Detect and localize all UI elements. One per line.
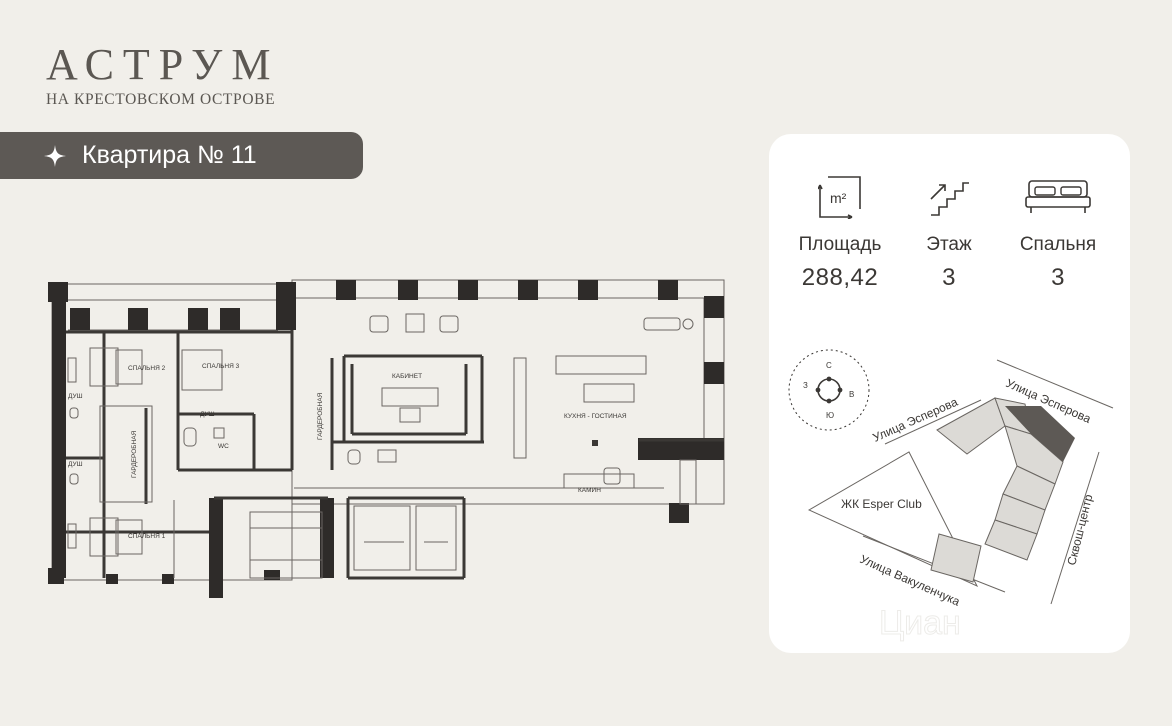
stat-bedrooms: Спальня 3 xyxy=(1003,174,1113,292)
stairs-icon xyxy=(930,182,969,216)
building-highlight xyxy=(1005,406,1075,462)
floor-label: Этаж xyxy=(926,234,972,255)
room-label-kitchen: КУХНЯ - ГОСТИНАЯ xyxy=(564,413,627,420)
room-label-wardrobe1: ГАРДЕРОБНАЯ xyxy=(131,430,138,478)
room-label-shower-c: ДУШ xyxy=(68,461,83,468)
room-label-study: КАБИНЕТ xyxy=(392,373,422,380)
room-label-wardrobe2: ГАРДЕРОБНАЯ xyxy=(317,392,324,440)
room-label-shower-b: ДУШ xyxy=(68,393,83,400)
room-label-wc: WC xyxy=(218,443,229,450)
bedrooms-value: 3 xyxy=(1051,264,1065,291)
area-label: Площадь xyxy=(798,234,882,255)
compass: С Ю З В xyxy=(788,349,870,431)
site-map: С Ю З В Улица Эсперова Улица xyxy=(788,349,1114,643)
room-label-bedroom2: СПАЛЬНЯ 2 xyxy=(128,365,166,372)
info-card: m² Площадь 288,42 Этаж 3 Спальня xyxy=(769,134,1130,653)
area-icon: m² xyxy=(818,176,861,219)
street-squash-center: Сквош-центр xyxy=(1064,493,1095,567)
brand-logo: АСТРУМ НА КРЕСТОВСКОМ ОСТРОВЕ xyxy=(46,42,279,109)
floor-plan: СПАЛЬНЯ 2 СПАЛЬНЯ 3 СПАЛЬНЯ 1 ДУШ ДУШ ДУ… xyxy=(48,279,725,598)
compass-west: З xyxy=(803,381,808,390)
room-label-bedroom1: СПАЛЬНЯ 1 xyxy=(128,533,166,540)
sparkle-icon xyxy=(44,144,66,167)
watermark: Циан xyxy=(879,604,961,642)
label-esper-club: ЖК Esper Club xyxy=(841,497,922,511)
brand-subtitle: НА КРЕСТОВСКОМ ОСТРОВЕ xyxy=(46,91,276,108)
room-label-bedroom3: СПАЛЬНЯ 3 xyxy=(202,363,240,370)
bedrooms-label: Спальня xyxy=(1019,234,1097,255)
bed-icon xyxy=(1025,180,1091,213)
brand-name: АСТРУМ xyxy=(46,40,280,89)
svg-text:m²: m² xyxy=(830,190,847,206)
compass-south: Ю xyxy=(826,411,834,420)
stat-floor: Этаж 3 xyxy=(894,174,1004,292)
room-label-fireplace: КАМИН xyxy=(578,487,601,494)
compass-north: С xyxy=(826,361,832,370)
area-value: 288,42 xyxy=(801,264,879,291)
apartment-title: Квартира № 11 xyxy=(82,141,257,169)
room-label-shower-a: ДУШ xyxy=(200,411,215,418)
floor-value: 3 xyxy=(942,264,956,291)
stat-area: m² Площадь 288,42 xyxy=(785,174,895,292)
apartment-title-bar: Квартира № 11 xyxy=(0,132,363,179)
compass-east: В xyxy=(849,390,854,399)
